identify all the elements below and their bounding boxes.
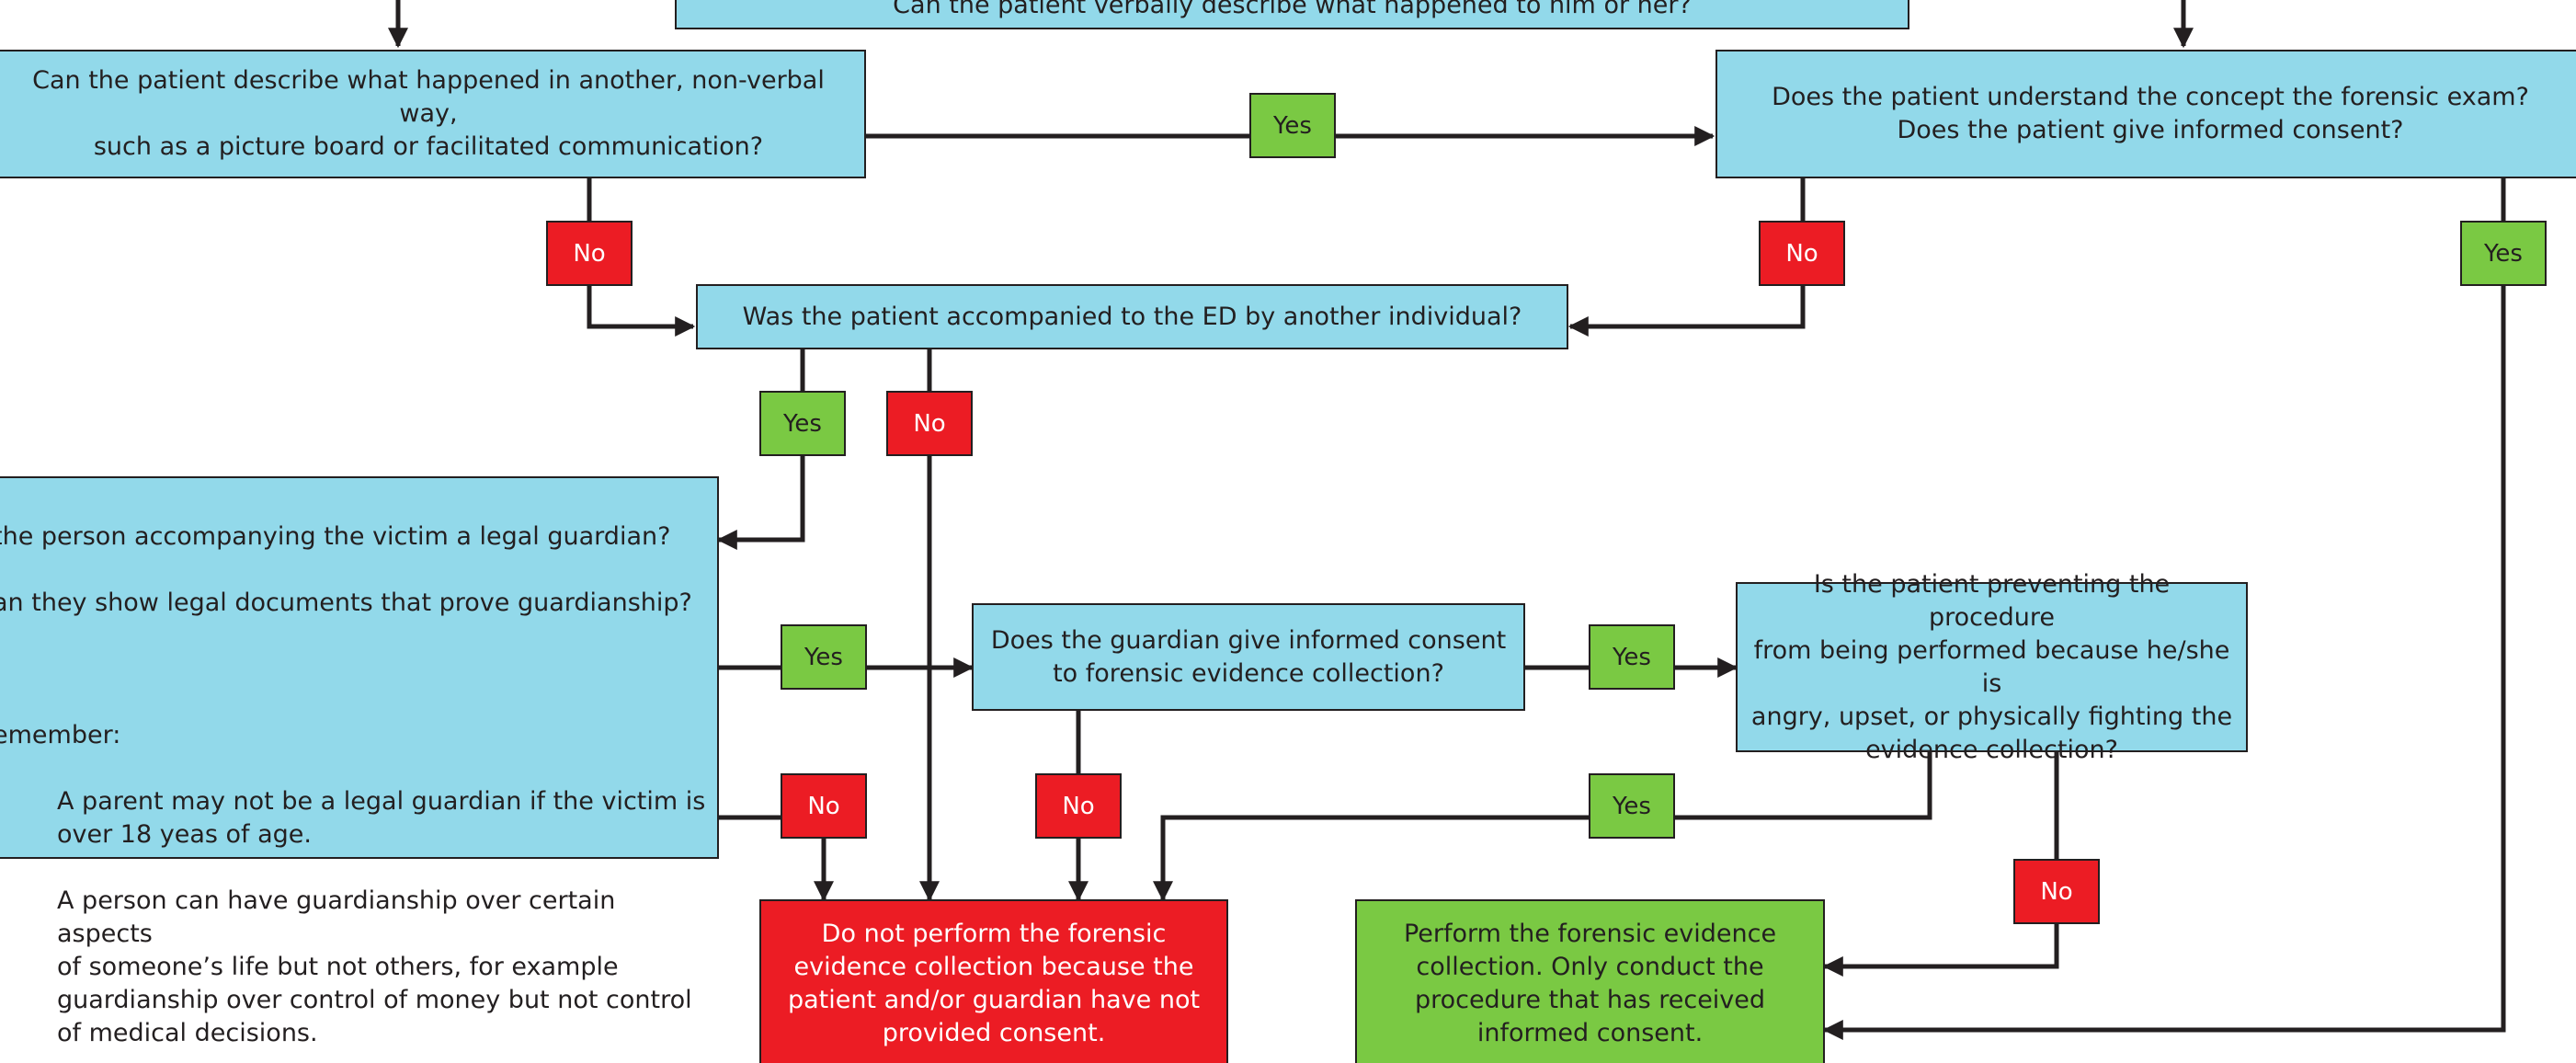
guardian-line-4: emember: [0,721,121,749]
node-preventing-question: Is the patient preventing the procedure … [1736,570,2248,764]
badge-no-guardian: No [781,773,867,839]
connector-preventing-no [1822,752,2059,977]
guardian-line-1: the person accompanying the victim a leg… [0,522,671,551]
node-consent-question: Does the patient understand the concept … [1715,50,2576,178]
badge-no-consent: No [1759,221,1845,286]
badge-yes-guardian-consent: Yes [1589,624,1675,690]
node-guardian-question: the person accompanying the victim a leg… [0,476,719,1047]
badge-no-preventing: No [2013,859,2100,924]
badge-yes-consent: Yes [2460,221,2547,286]
badge-yes-nonverbal: Yes [1249,93,1336,158]
guardian-line-3 [0,653,717,686]
badge-yes-guardian: Yes [781,624,867,690]
badge-no-guardian-consent: No [1035,773,1122,839]
connector-consent-yes [1822,178,2506,1040]
badge-yes-accompanied: Yes [759,391,846,456]
connector-preventing-yes [1153,752,1932,902]
node-accompanied-question: Was the patient accompanied to the ED by… [696,284,1568,349]
node-verbal-question: Can the patient verbally describe what h… [675,0,1909,29]
badge-no-accompanied: No [886,391,973,456]
guardian-bullet-1: A parent may not be a legal guardian if … [57,787,706,849]
node-perform: Perform the forensic evidence collection… [1355,899,1825,1063]
node-do-not-perform: Do not perform the forensic evidence col… [759,899,1228,1063]
badge-no-nonverbal: No [546,221,633,286]
guardian-question-text: the person accompanying the victim a leg… [0,487,717,1063]
node-nonverbal-question: Can the patient describe what happened i… [0,50,866,178]
guardian-line-2: an they show legal documents that prove … [0,589,692,617]
badge-yes-preventing: Yes [1589,773,1675,839]
node-guardian-consent-question: Does the guardian give informed consent … [972,603,1525,711]
guardian-bullet-2: A person can have guardianship over cert… [57,886,692,1047]
